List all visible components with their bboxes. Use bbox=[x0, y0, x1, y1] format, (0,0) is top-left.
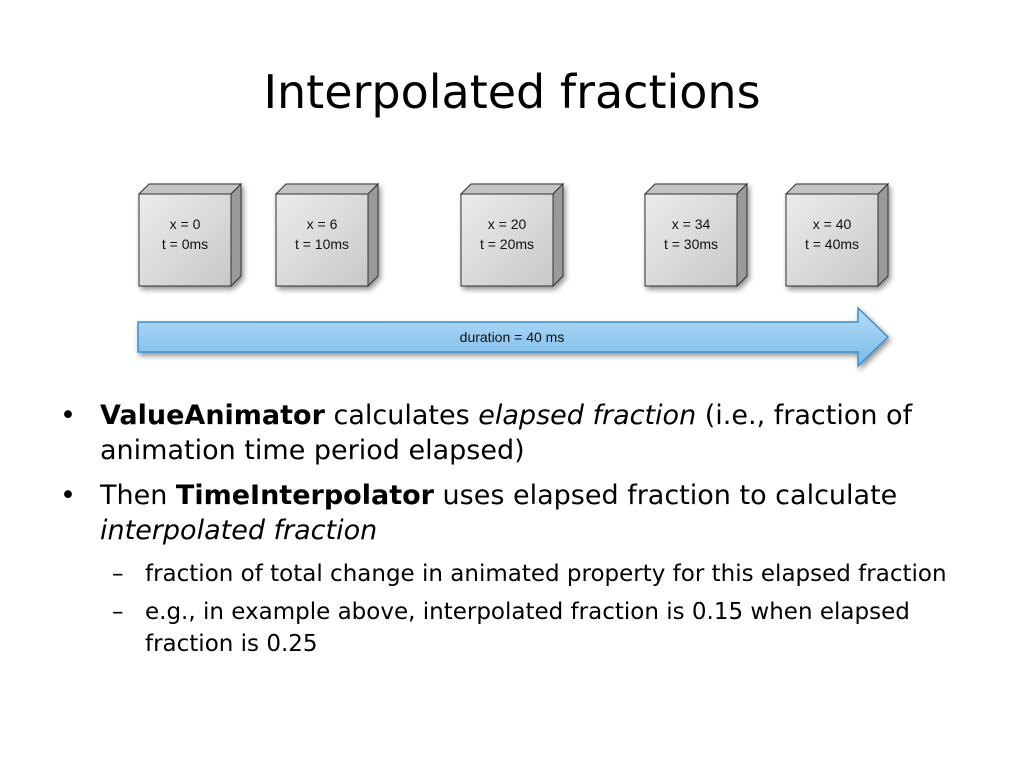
frame-t-label: t = 30ms bbox=[664, 236, 718, 252]
bullet-italic-term: interpolated fraction bbox=[100, 515, 378, 546]
sub-bullet-marker: – bbox=[112, 561, 124, 587]
duration-label: duration = 40 ms bbox=[460, 329, 565, 345]
frame-box-side bbox=[736, 182, 748, 288]
frame-box-front bbox=[275, 193, 369, 287]
sub-bullet-marker: – bbox=[112, 599, 124, 625]
frame-t-label: t = 10ms bbox=[295, 236, 349, 252]
frame-box-side bbox=[367, 182, 379, 288]
sub-bullet-item-1: – fraction of total change in animated p… bbox=[60, 558, 980, 590]
bullet-item-1: • ValueAnimator calculates elapsed fract… bbox=[60, 398, 980, 468]
frame-box-top bbox=[137, 183, 243, 195]
frame-t-label: t = 20ms bbox=[480, 236, 534, 252]
frame-box bbox=[137, 182, 243, 288]
sub-bullet-item-2: – e.g., in example above, interpolated f… bbox=[60, 596, 980, 660]
frame-box-top bbox=[643, 183, 749, 195]
frame-box-front bbox=[138, 193, 232, 287]
animation-frames-diagram: x = 0 t = 0ms x = 6 t = 10ms x = 20 t = 20ms x… bbox=[137, 182, 890, 368]
frame-t-label: t = 0ms bbox=[162, 236, 208, 252]
frame-box-top bbox=[784, 183, 890, 195]
frame-x-label: x = 40 bbox=[813, 216, 852, 232]
frame-box-side bbox=[552, 182, 564, 288]
bullet-text-segment: (i.e., fraction of animation time period… bbox=[100, 400, 913, 466]
bullet-list: • ValueAnimator calculates elapsed fract… bbox=[60, 398, 980, 666]
bullet-text-segment: uses elapsed fraction to calculate bbox=[433, 480, 898, 511]
frame-x-label: x = 6 bbox=[307, 216, 338, 232]
frame-box-front bbox=[644, 193, 738, 287]
frame-x-label: x = 34 bbox=[672, 216, 711, 232]
bullet-bold-term: TimeInterpolator bbox=[175, 480, 434, 511]
frame-box bbox=[643, 182, 749, 288]
bullet-item-2: • Then TimeInterpolator uses elapsed fra… bbox=[60, 478, 980, 548]
frame-x-label: x = 0 bbox=[170, 216, 201, 232]
frame-box-front bbox=[785, 193, 879, 287]
frame-box-side bbox=[877, 182, 889, 288]
frame-box-side bbox=[230, 182, 242, 288]
bullet-marker: • bbox=[60, 480, 76, 511]
frame-t-label: t = 40ms bbox=[805, 236, 859, 252]
slide-title: Interpolated fractions bbox=[263, 65, 761, 119]
frame-box bbox=[274, 182, 380, 288]
frame-box bbox=[459, 182, 565, 288]
bullet-text: Then TimeInterpolator uses elapsed fract… bbox=[100, 480, 897, 546]
frame-boxes: x = 0 t = 0ms x = 6 t = 10ms x = 20 t = 20ms x… bbox=[137, 182, 890, 288]
frame-box-top bbox=[459, 183, 565, 195]
bullet-bold-term: ValueAnimator bbox=[100, 400, 325, 431]
bullet-italic-term: elapsed fraction bbox=[478, 400, 697, 431]
frame-x-label: x = 20 bbox=[488, 216, 527, 232]
bullet-text-segment: calculates bbox=[324, 400, 479, 431]
frame-box bbox=[784, 182, 890, 288]
frame-box-front bbox=[460, 193, 554, 287]
bullet-text: ValueAnimator calculates elapsed fractio… bbox=[100, 400, 912, 466]
bullet-text-segment: Then bbox=[100, 480, 176, 511]
duration-arrow bbox=[137, 306, 890, 368]
sub-bullet-text: e.g., in example above, interpolated fra… bbox=[145, 599, 910, 657]
frame-box-top bbox=[274, 183, 380, 195]
sub-bullet-text: fraction of total change in animated pro… bbox=[145, 561, 947, 587]
duration-arrow-shape bbox=[137, 306, 890, 368]
bullet-marker: • bbox=[60, 400, 76, 431]
